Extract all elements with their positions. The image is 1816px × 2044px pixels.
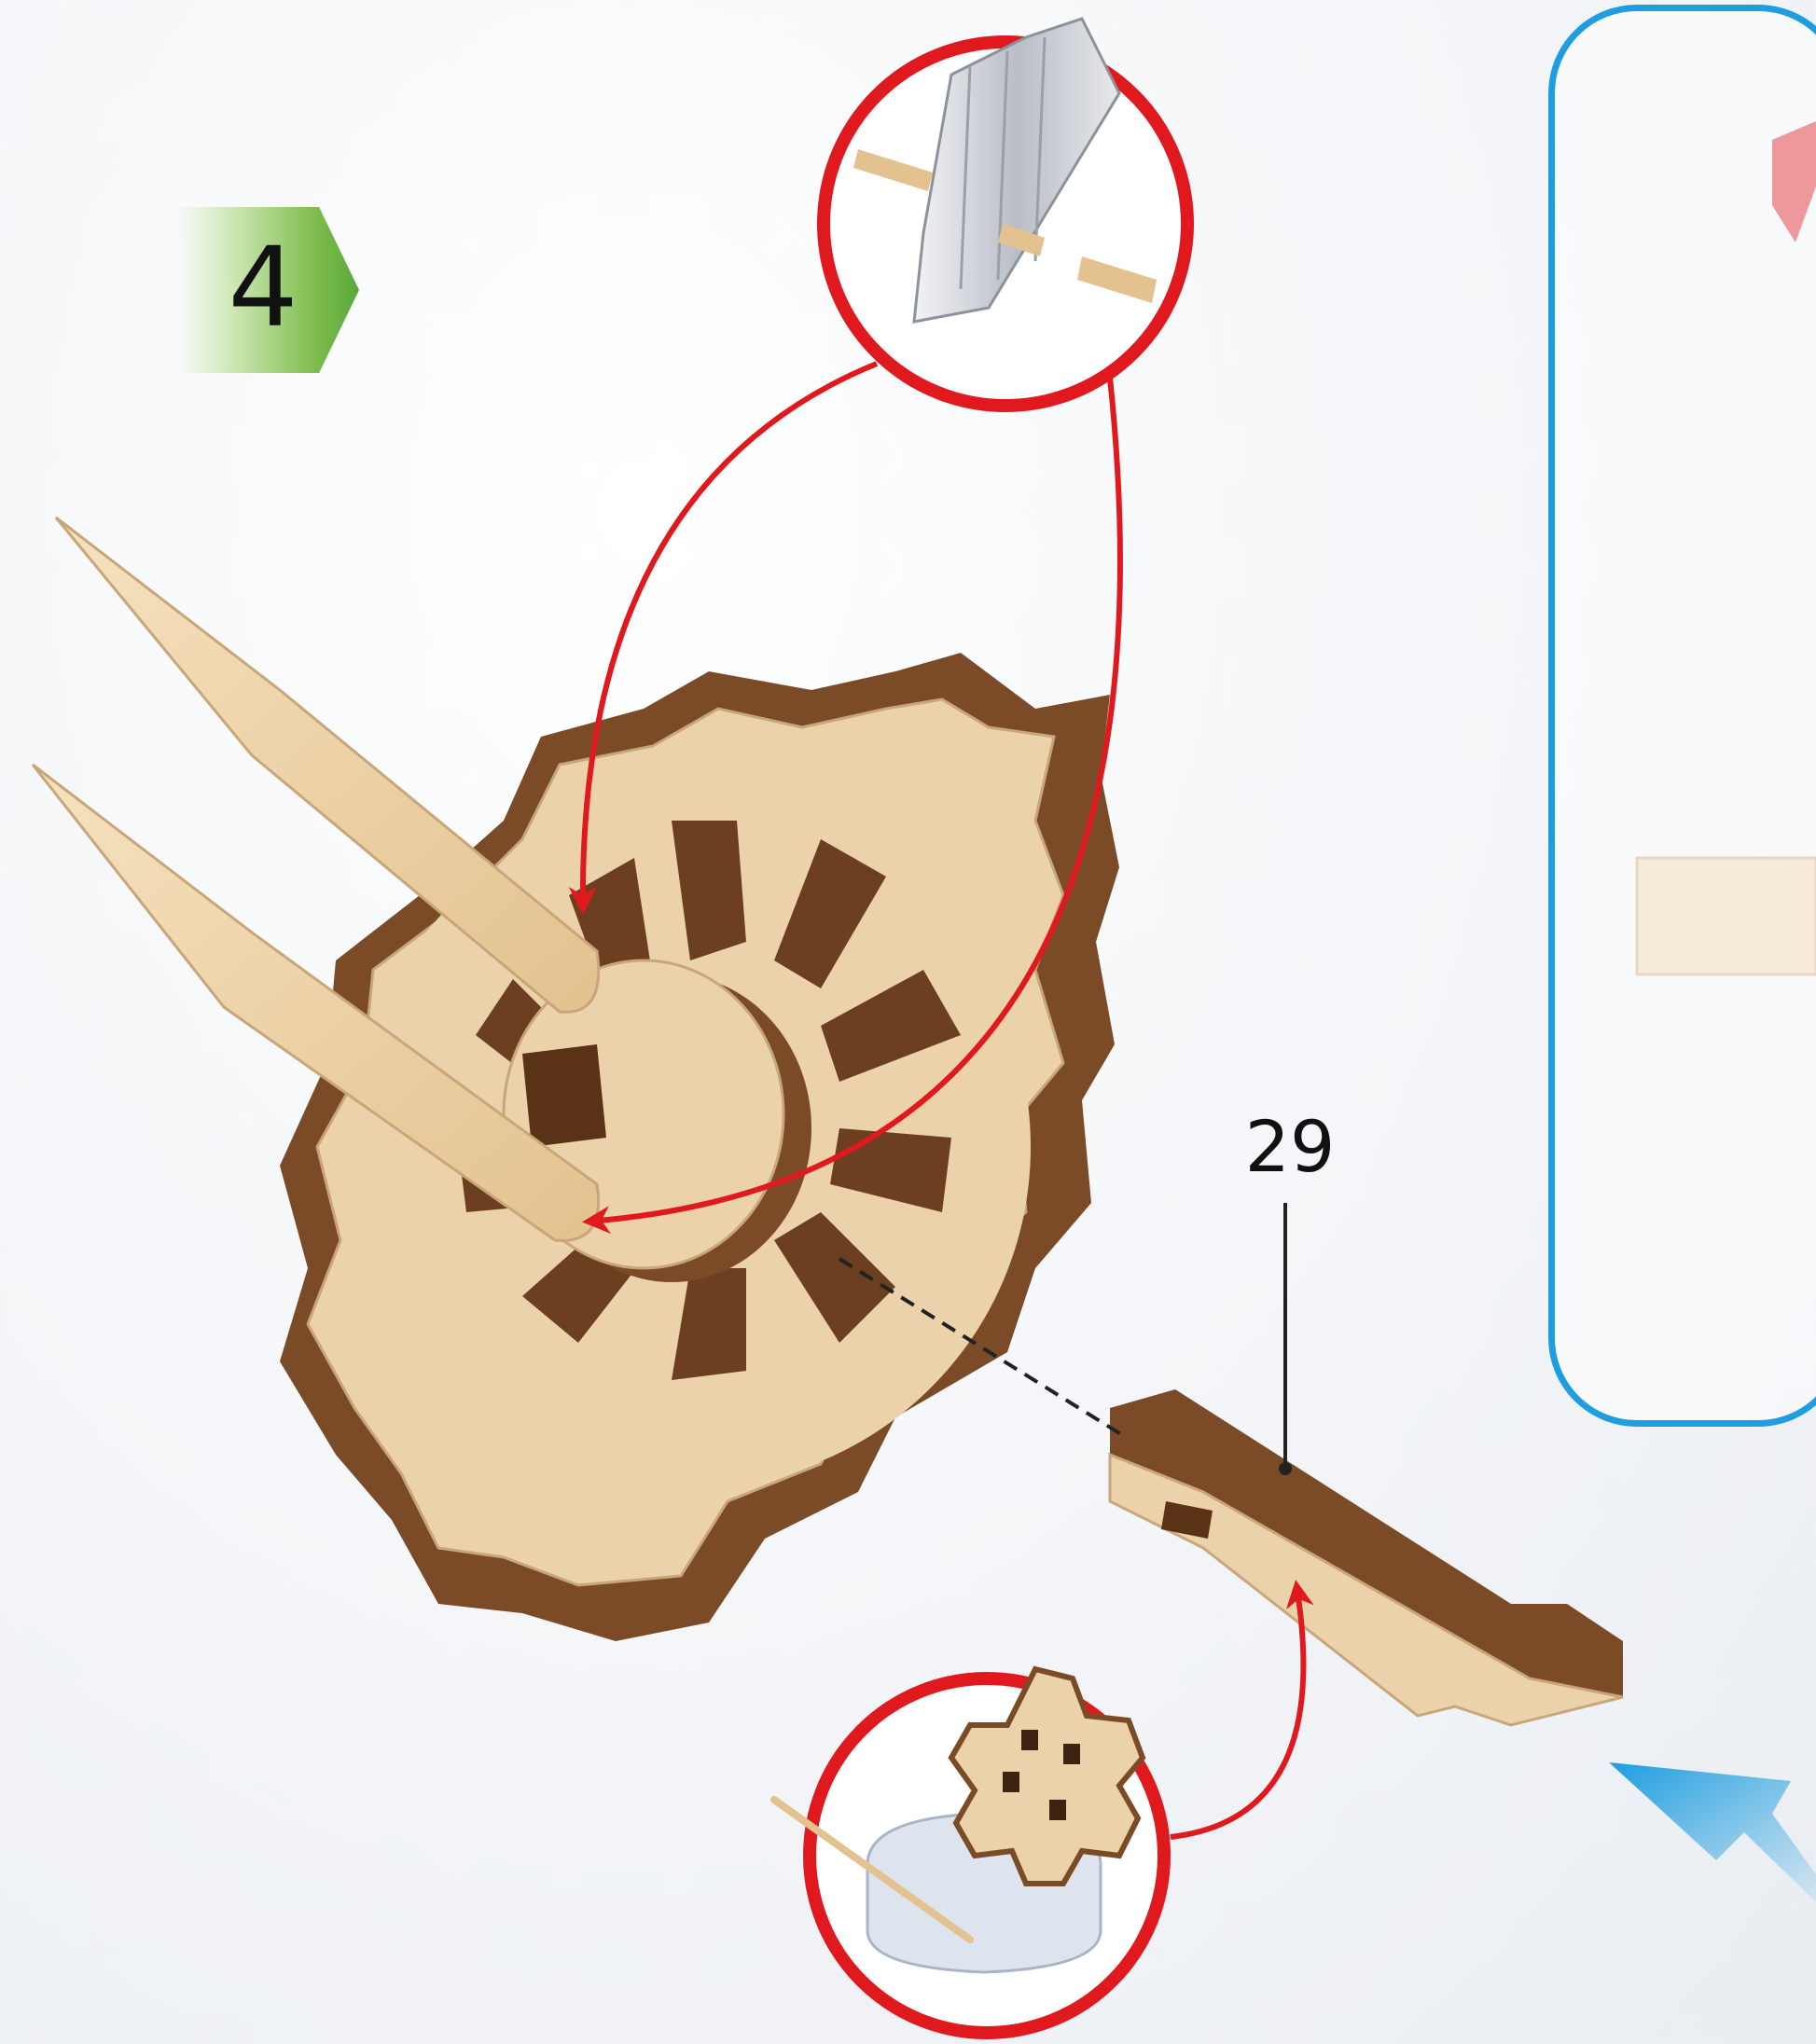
part-29-leader-dot [1279,1462,1292,1475]
cut-dowel-detail [824,19,1187,406]
part-number-label: 29 [1229,1105,1351,1189]
blue-direction-arrow [1609,1762,1816,1902]
arrow-to-bracket [1171,1585,1303,1837]
hub-square-hole [522,1044,606,1147]
info-panel [1548,5,1816,1427]
dowel-upper [56,518,599,1012]
part-29-bracket [1110,1389,1623,1725]
step-number: 4 [216,222,310,352]
glue-gear-detail [774,1669,1164,2033]
